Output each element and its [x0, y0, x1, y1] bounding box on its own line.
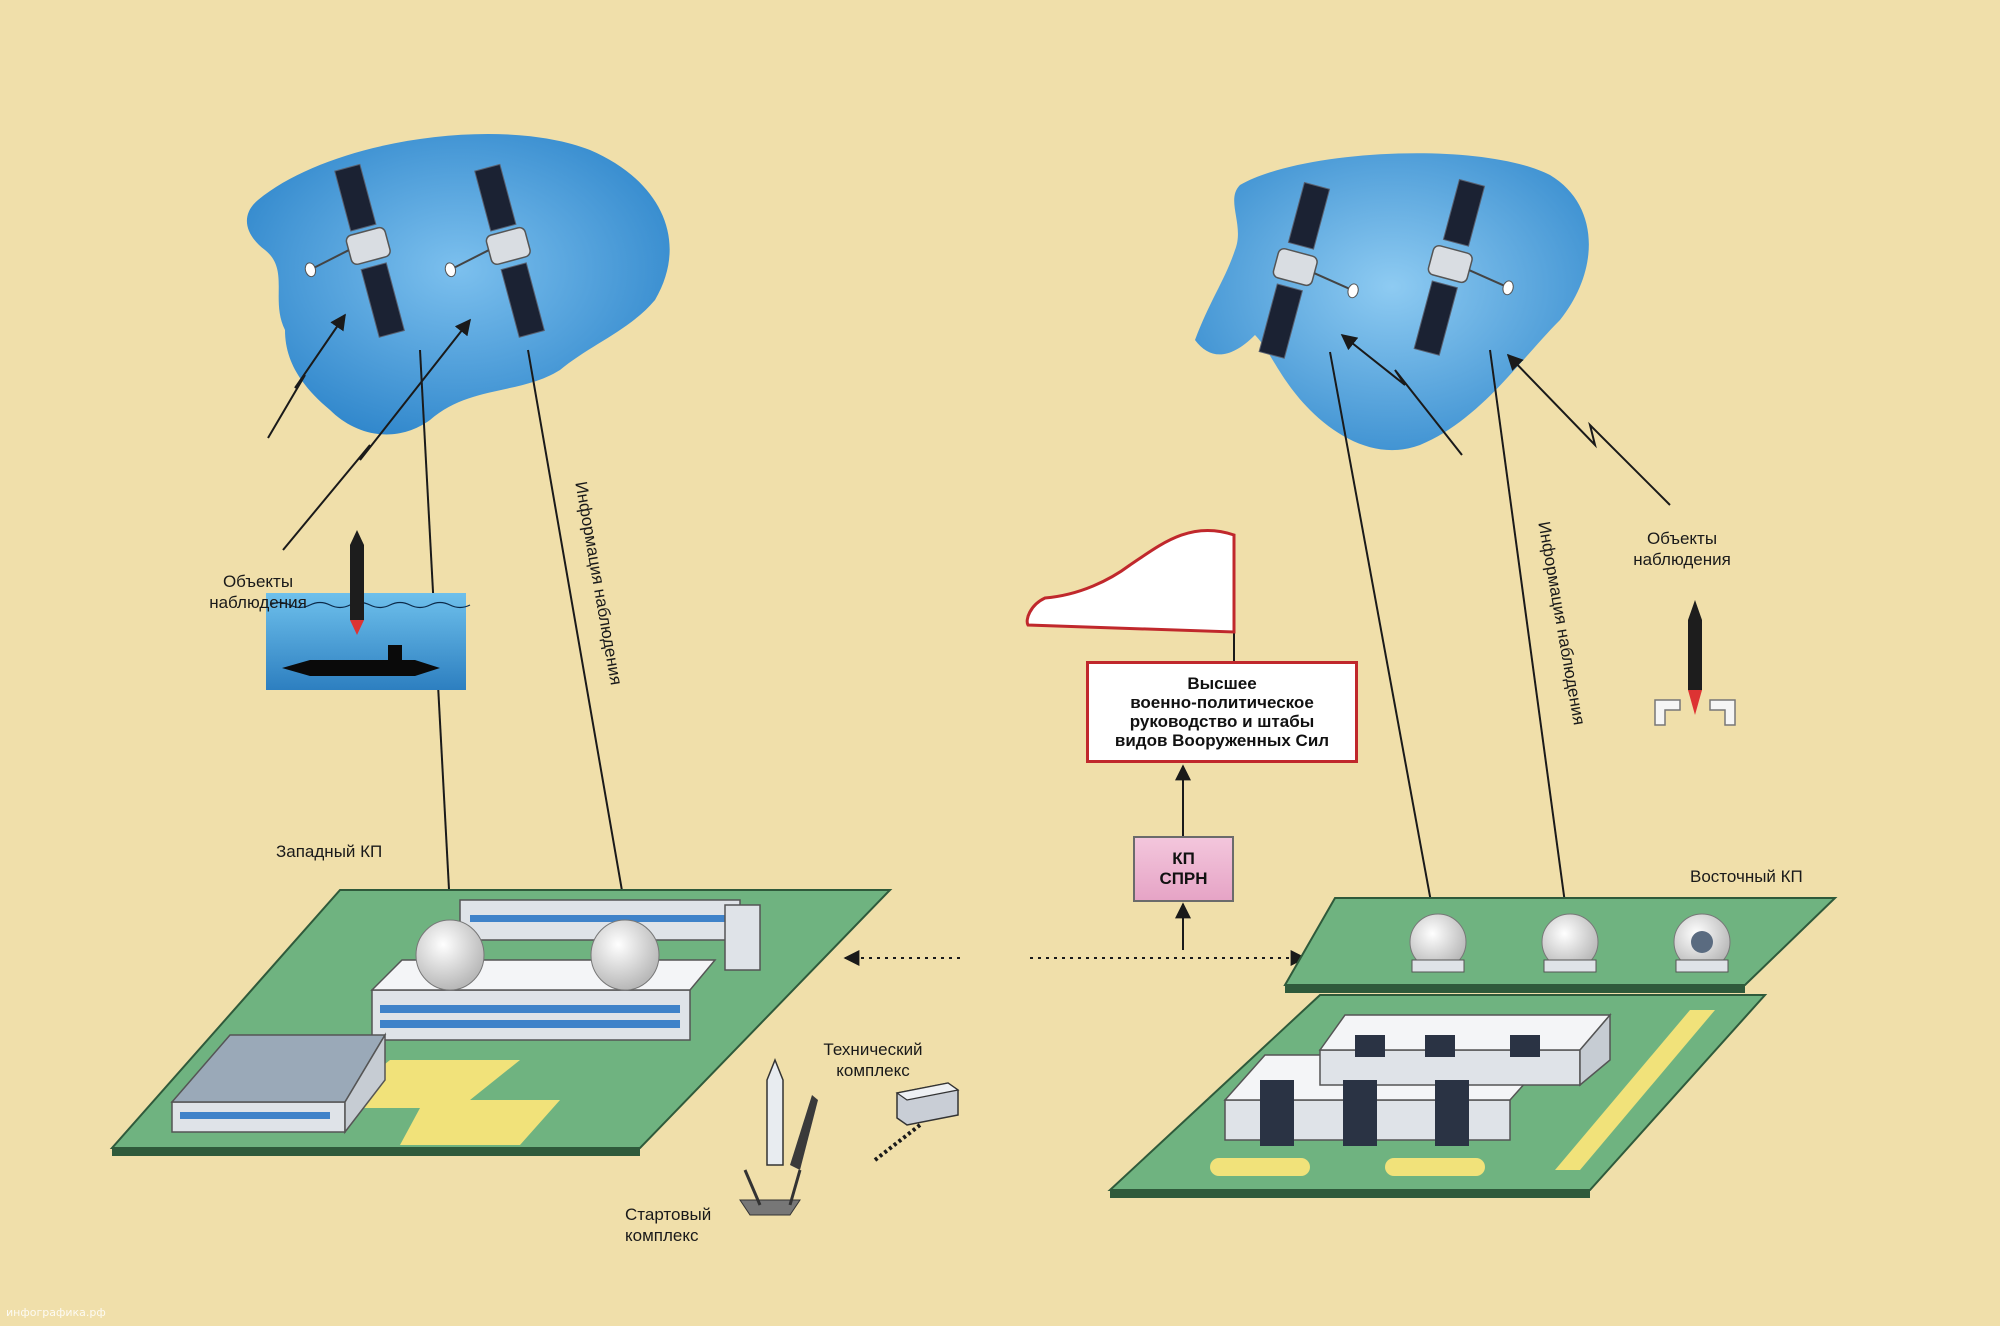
- west-kp-platform: [109, 889, 893, 1156]
- west-kp-label: Западный КП: [276, 842, 383, 861]
- info-downlink-line: [527, 349, 631, 910]
- objects-label-right: Объекты наблюдения: [1622, 528, 1742, 570]
- left-space-area: [246, 134, 670, 435]
- right-space-area: [1195, 153, 1589, 451]
- launch-complex-text: Стартовый комплекс: [625, 1205, 712, 1245]
- satellite-icon: [304, 163, 405, 338]
- flag-icon: [1025, 529, 1236, 661]
- east-kp-label: Восточный КП: [1690, 867, 1803, 886]
- launch-complex-icon: [739, 1057, 818, 1216]
- submarine-launch-icon: [266, 530, 471, 690]
- objects-label-right-text: Объекты наблюдения: [1633, 529, 1731, 569]
- objects-label-left-text: Объекты наблюдения: [209, 572, 307, 612]
- command-box: Высшее военно-политическое руководство и…: [1086, 661, 1358, 763]
- observation-signal-line: [1340, 334, 1463, 456]
- tech-complex-icon: [873, 1082, 960, 1162]
- missile-launch-icon: [1654, 600, 1736, 726]
- watermark: инфографика.рф: [6, 1306, 106, 1319]
- tech-complex-label: Технический комплекс: [808, 1039, 938, 1081]
- observation-signal-line: [267, 313, 346, 439]
- observation-signal-line: [282, 318, 471, 551]
- observation-signal-line: [1506, 353, 1671, 506]
- satellite-icon: [1258, 181, 1359, 359]
- launch-complex-label: Стартовый комплекс: [625, 1204, 711, 1246]
- kp-sprn-line1: КП: [1172, 849, 1195, 868]
- tech-complex-text: Технический комплекс: [823, 1040, 923, 1080]
- info-downlink-line: [1329, 351, 1444, 942]
- kp-sprn-line2: СПРН: [1159, 869, 1208, 888]
- satellite-icon: [1413, 178, 1514, 356]
- satellite-icon: [444, 163, 545, 338]
- objects-label-left: Объекты наблюдения: [198, 571, 318, 613]
- command-box-text: Высшее военно-политическое руководство и…: [1114, 674, 1330, 750]
- east-kp-platform: [1283, 897, 1838, 993]
- east-kp-lower-platform: [1107, 994, 1768, 1198]
- kp-sprn-box: КП СПРН: [1133, 836, 1234, 902]
- info-downlink-line: [1489, 349, 1576, 942]
